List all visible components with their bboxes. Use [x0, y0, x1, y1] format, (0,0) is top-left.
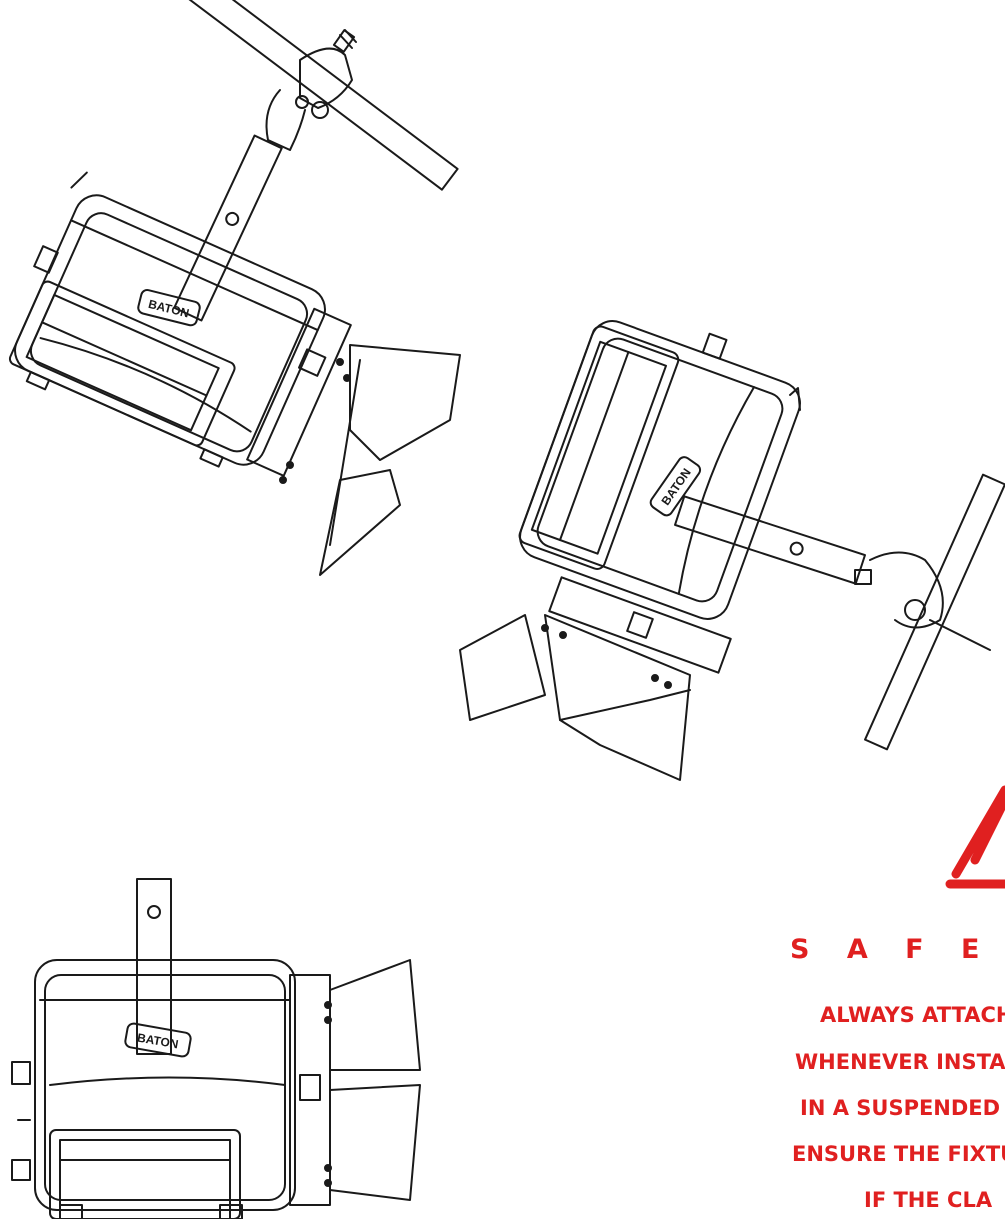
safety-line: IF THE CLA	[864, 1188, 993, 1212]
safety-line: WHENEVER INSTAL	[795, 1050, 1005, 1074]
warning-triangle-icon	[945, 785, 1005, 889]
safety-line: ALWAYS ATTACH	[820, 1003, 1005, 1027]
fixture-bottom-left-drawing: BATON	[11, 878, 421, 1219]
fixture-top-left-drawing: BATON	[8, 0, 461, 576]
safety-line: ENSURE THE FIXTU	[792, 1142, 1005, 1166]
safety-line: IN A SUSPENDED	[800, 1096, 1001, 1120]
safety-heading: S A F E T Y	[790, 934, 1005, 965]
